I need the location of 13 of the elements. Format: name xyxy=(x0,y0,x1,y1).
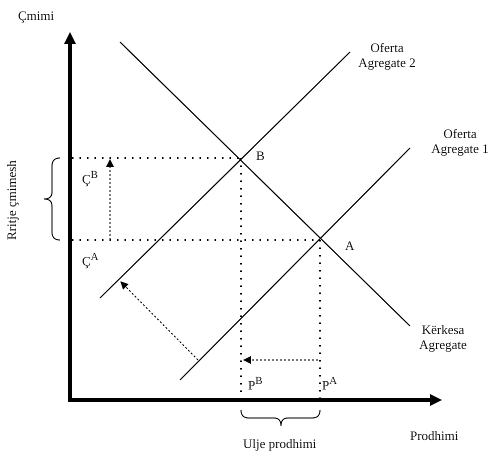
axis-title: Çmimi xyxy=(18,8,54,23)
quantity-label: P$^{A}$ xyxy=(322,374,338,392)
curve-label: Oferta Agregate 1 xyxy=(430,126,490,156)
curve-label: Oferta Agregate 2 xyxy=(357,40,417,70)
axis-note: Rritje çmimesh xyxy=(4,160,19,240)
point-label: A xyxy=(345,238,354,253)
price-label: Ç$^{A}$ xyxy=(82,250,98,268)
point-label: B xyxy=(256,148,265,163)
axis-note: Ulje prodhimi xyxy=(243,436,316,451)
curve-label: Kërkesa Agregate xyxy=(418,322,468,352)
price-label: Ç$^{B}$ xyxy=(82,168,98,186)
quantity-label: P$^{B}$ xyxy=(248,374,262,392)
axis-title: Prodhimi xyxy=(410,428,458,443)
